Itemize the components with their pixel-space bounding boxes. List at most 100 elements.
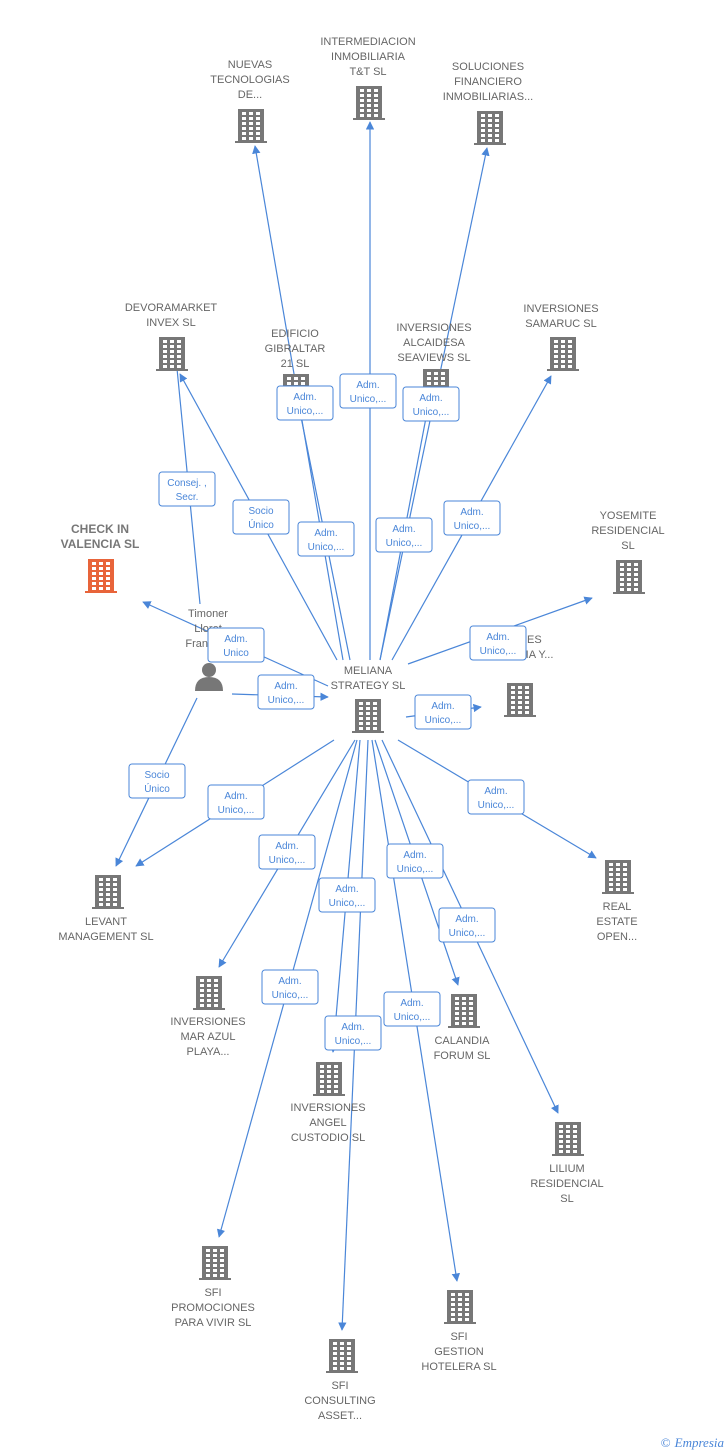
node-label: SAMARUC SL: [525, 318, 597, 330]
edge-label-text: Unico,...: [480, 646, 517, 657]
node-soluciones[interactable]: SOLUCIONESFINANCIEROINMOBILIARIAS...: [443, 61, 533, 145]
edge-label-meliana-levant[interactable]: Adm. Unico,...: [207, 784, 265, 820]
edge-label-meliana-lilium[interactable]: Adm.Unico,...: [438, 907, 496, 943]
edge-label-text: Adm.: [341, 1022, 364, 1033]
edge-label-timoner-devora[interactable]: Consej. ,Secr.: [158, 471, 216, 507]
edge-label-timoner-meliana[interactable]: Adm.Unico,...: [257, 674, 315, 710]
node-label: CONSULTING: [304, 1395, 375, 1407]
edge-label-meliana-marazul[interactable]: Adm.Unico,...: [258, 834, 316, 870]
edge-label-meliana-soluciones[interactable]: Adm.Unico,...: [402, 386, 460, 422]
edge-label-meliana-checkin[interactable]: Adm.Unico: [207, 627, 265, 663]
edge-label-text: Adm.: [335, 884, 358, 895]
building-icon: [199, 1246, 231, 1280]
node-label: Timoner: [188, 608, 228, 620]
edge-label-meliana-samaruc[interactable]: Adm.Unico,...: [443, 500, 501, 536]
edge-label-box: [469, 625, 527, 661]
node-devora[interactable]: DEVORAMARKET INVEX SL: [125, 302, 218, 371]
edge-label-meliana-sfiprom[interactable]: Adm.Unico,...: [261, 969, 319, 1005]
edge-label-meliana-energia[interactable]: Adm.Unico,...: [414, 694, 472, 730]
edge-label-text: Unico,...: [218, 805, 255, 816]
node-realestate[interactable]: REALESTATEOPEN...: [596, 860, 638, 943]
edge-label-box: [261, 969, 319, 1005]
edge-label-meliana-intermed[interactable]: Adm.Unico,...: [339, 373, 397, 409]
edge-label-meliana-nuevas[interactable]: Adm.Unico,...: [276, 385, 334, 421]
node-label: VALENCIA SL: [61, 537, 140, 551]
node-label: DE...: [238, 89, 262, 101]
building-icon: [552, 1122, 584, 1156]
edge-label-box: [438, 907, 496, 943]
node-label: INMOBILIARIAS...: [443, 91, 533, 103]
edge-label-text: Socio: [248, 506, 273, 517]
edge-label-text: Adm.: [484, 786, 507, 797]
building-icon: [235, 109, 267, 143]
edge-label-text: Socio: [144, 770, 169, 781]
footer-brand[interactable]: ©Empresia: [661, 1435, 724, 1451]
edge-label-meliana-angel[interactable]: Adm.Unico,...: [318, 877, 376, 913]
edge-label-meliana-yosemite[interactable]: Adm.Unico,...: [469, 625, 527, 661]
node-samaruc[interactable]: INVERSIONES SAMARUC SL: [523, 303, 599, 371]
edge-label-text: Adm.: [460, 507, 483, 518]
node-label: INVEX SL: [146, 317, 196, 329]
node-sficons[interactable]: SFICONSULTINGASSET...: [304, 1339, 376, 1422]
node-label: INVERSIONES: [523, 303, 598, 315]
edge-label-meliana-alcaidesa[interactable]: Adm.Unico,...: [375, 517, 433, 553]
node-label: FINANCIERO: [454, 76, 522, 88]
node-label: EDIFICIO: [271, 328, 319, 340]
edge-label-text: Unico,...: [269, 855, 306, 866]
edge-label-meliana-sfigest[interactable]: Adm.Unico,...: [383, 991, 441, 1027]
building-icon: [474, 111, 506, 145]
node-nuevas[interactable]: NUEVASTECNOLOGIASDE...: [210, 59, 290, 143]
node-label: MAR AZUL: [180, 1031, 235, 1043]
edge-label-text: Unico,...: [287, 406, 324, 417]
building-icon: [92, 875, 124, 909]
edge-label-text: Único: [248, 518, 274, 531]
brand-name: Empresia: [674, 1435, 724, 1450]
edge-label-meliana-calandia[interactable]: Adm.Unico,...: [386, 843, 444, 879]
edge-label-text: Unico,...: [394, 1012, 431, 1023]
edge-label-text: Adm.: [455, 914, 478, 925]
node-label: RESIDENCIAL: [591, 525, 664, 537]
node-label: SL: [560, 1193, 573, 1205]
node-label: T&T SL: [349, 66, 386, 78]
edge-label-text: Unico,...: [308, 542, 345, 553]
building-icon: [547, 337, 579, 371]
edge-label-text: Secr.: [176, 492, 199, 503]
edge-label-meliana-edificio[interactable]: Adm.Unico,...: [297, 521, 355, 557]
node-label: NUEVAS: [228, 59, 272, 71]
node-label: ASSET...: [318, 1410, 362, 1422]
edge-label-meliana-sficons[interactable]: Adm. Unico,...: [324, 1015, 382, 1051]
node-label: INVERSIONES: [396, 322, 471, 334]
node-label: INVERSIONES: [170, 1016, 245, 1028]
node-label: INTERMEDIACION: [320, 36, 415, 48]
node-label: CUSTODIO SL: [291, 1132, 365, 1144]
edge-label-text: Adm.: [224, 791, 247, 802]
node-label: RESIDENCIAL: [530, 1178, 603, 1190]
edge-label-text: Unico,...: [335, 1036, 372, 1047]
edge-label-box: [158, 471, 216, 507]
building-icon: [444, 1290, 476, 1324]
node-label: ALCAIDESA: [403, 337, 465, 349]
building-icon: [326, 1339, 358, 1373]
edge-labels-layer: Adm. Unico,... Adm. Unico,... Adm. Unico,... S…: [128, 373, 527, 1051]
building-icon: [504, 683, 536, 717]
edge-label-box: [258, 834, 316, 870]
edge-label-meliana-realestate[interactable]: Adm.Unico,...: [467, 779, 525, 815]
node-label: DEVORAMARKET: [125, 302, 218, 314]
